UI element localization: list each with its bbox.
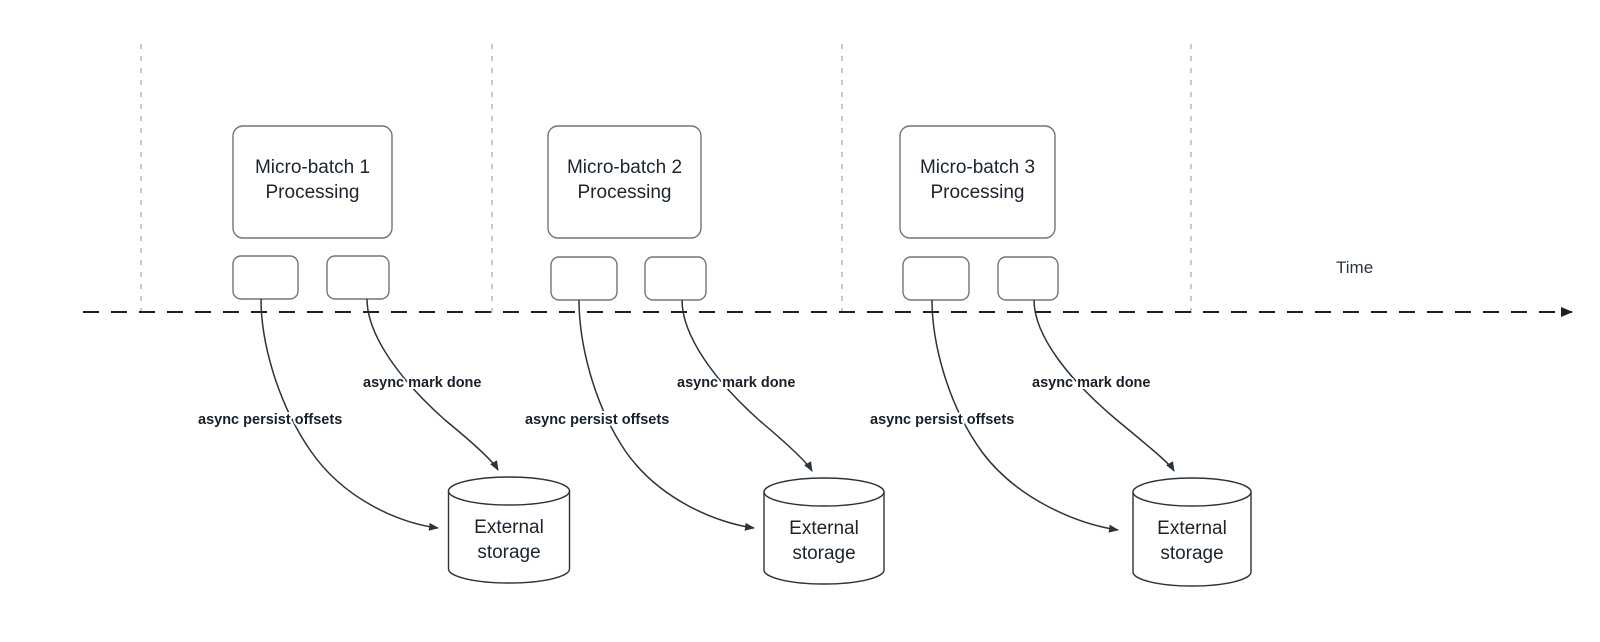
async-persist-offsets-arrow: [931, 299, 1119, 533]
external-storage-cylinder-body[interactable]: [447, 490, 571, 584]
external-storage-label-line2: storage: [477, 542, 540, 563]
micro-batch-box[interactable]: [899, 125, 1056, 239]
async-mark-done-arrow: [681, 299, 813, 472]
persist-offsets-task-box[interactable]: [232, 255, 299, 300]
persist-offsets-task-box[interactable]: [550, 256, 618, 301]
async-mark-done-label: async mark done: [363, 375, 481, 391]
mark-done-task-box[interactable]: [326, 255, 390, 300]
async-persist-offsets-label-halo: async persist offsets: [198, 412, 342, 428]
external-storage-label-line1: External: [1157, 518, 1227, 539]
external-storage-label-line2: storage: [792, 543, 855, 564]
external-storage-cylinder-body[interactable]: [763, 491, 885, 585]
async-persist-offsets-label: async persist offsets: [198, 412, 342, 428]
async-persist-offsets-label: async persist offsets: [525, 412, 669, 428]
micro-batch-box-line1: Micro-batch 1: [255, 157, 370, 178]
external-storage-label-line1: External: [474, 517, 544, 538]
external-storage-label-line2: storage: [1160, 543, 1223, 564]
async-mark-done-arrow: [366, 298, 499, 471]
async-mark-done-label: async mark done: [677, 375, 795, 391]
async-mark-done-label-halo: async mark done: [363, 375, 481, 391]
micro-batch-box[interactable]: [232, 125, 393, 239]
micro-batch-box-line1: Micro-batch 2: [567, 157, 682, 178]
external-storage-cylinder-top: [447, 476, 571, 506]
external-storage-cylinder-top: [763, 477, 885, 507]
external-storage-label-line1: External: [789, 518, 859, 539]
async-persist-offsets-arrow: [578, 299, 755, 531]
time-axis-label: Time: [1336, 258, 1373, 277]
async-mark-done-label-halo: async mark done: [677, 375, 795, 391]
micro-batch-box-line2: Processing: [578, 182, 672, 203]
async-mark-done-label: async mark done: [1032, 375, 1150, 391]
mark-done-task-box[interactable]: [997, 256, 1059, 301]
micro-batch-box[interactable]: [547, 125, 702, 239]
async-mark-done-label-halo: async mark done: [1032, 375, 1150, 391]
external-storage-cylinder-top: [1132, 477, 1252, 507]
async-mark-done-arrow: [1033, 299, 1175, 472]
async-persist-offsets-label-halo: async persist offsets: [870, 412, 1014, 428]
async-persist-offsets-arrow: [260, 298, 439, 531]
time-axis-group: Time: [83, 258, 1573, 317]
micro-batch-box-line2: Processing: [931, 182, 1025, 203]
mark-done-task-box[interactable]: [644, 256, 707, 301]
external-storage-cylinder-body[interactable]: [1132, 491, 1252, 587]
micro-batch-box-line2: Processing: [266, 182, 360, 203]
micro-batch-box-line1: Micro-batch 3: [920, 157, 1035, 178]
async-persist-offsets-label: async persist offsets: [870, 412, 1014, 428]
async-persist-offsets-label-halo: async persist offsets: [525, 412, 669, 428]
persist-offsets-task-box[interactable]: [902, 256, 970, 301]
tick-line-group: [140, 44, 1192, 318]
